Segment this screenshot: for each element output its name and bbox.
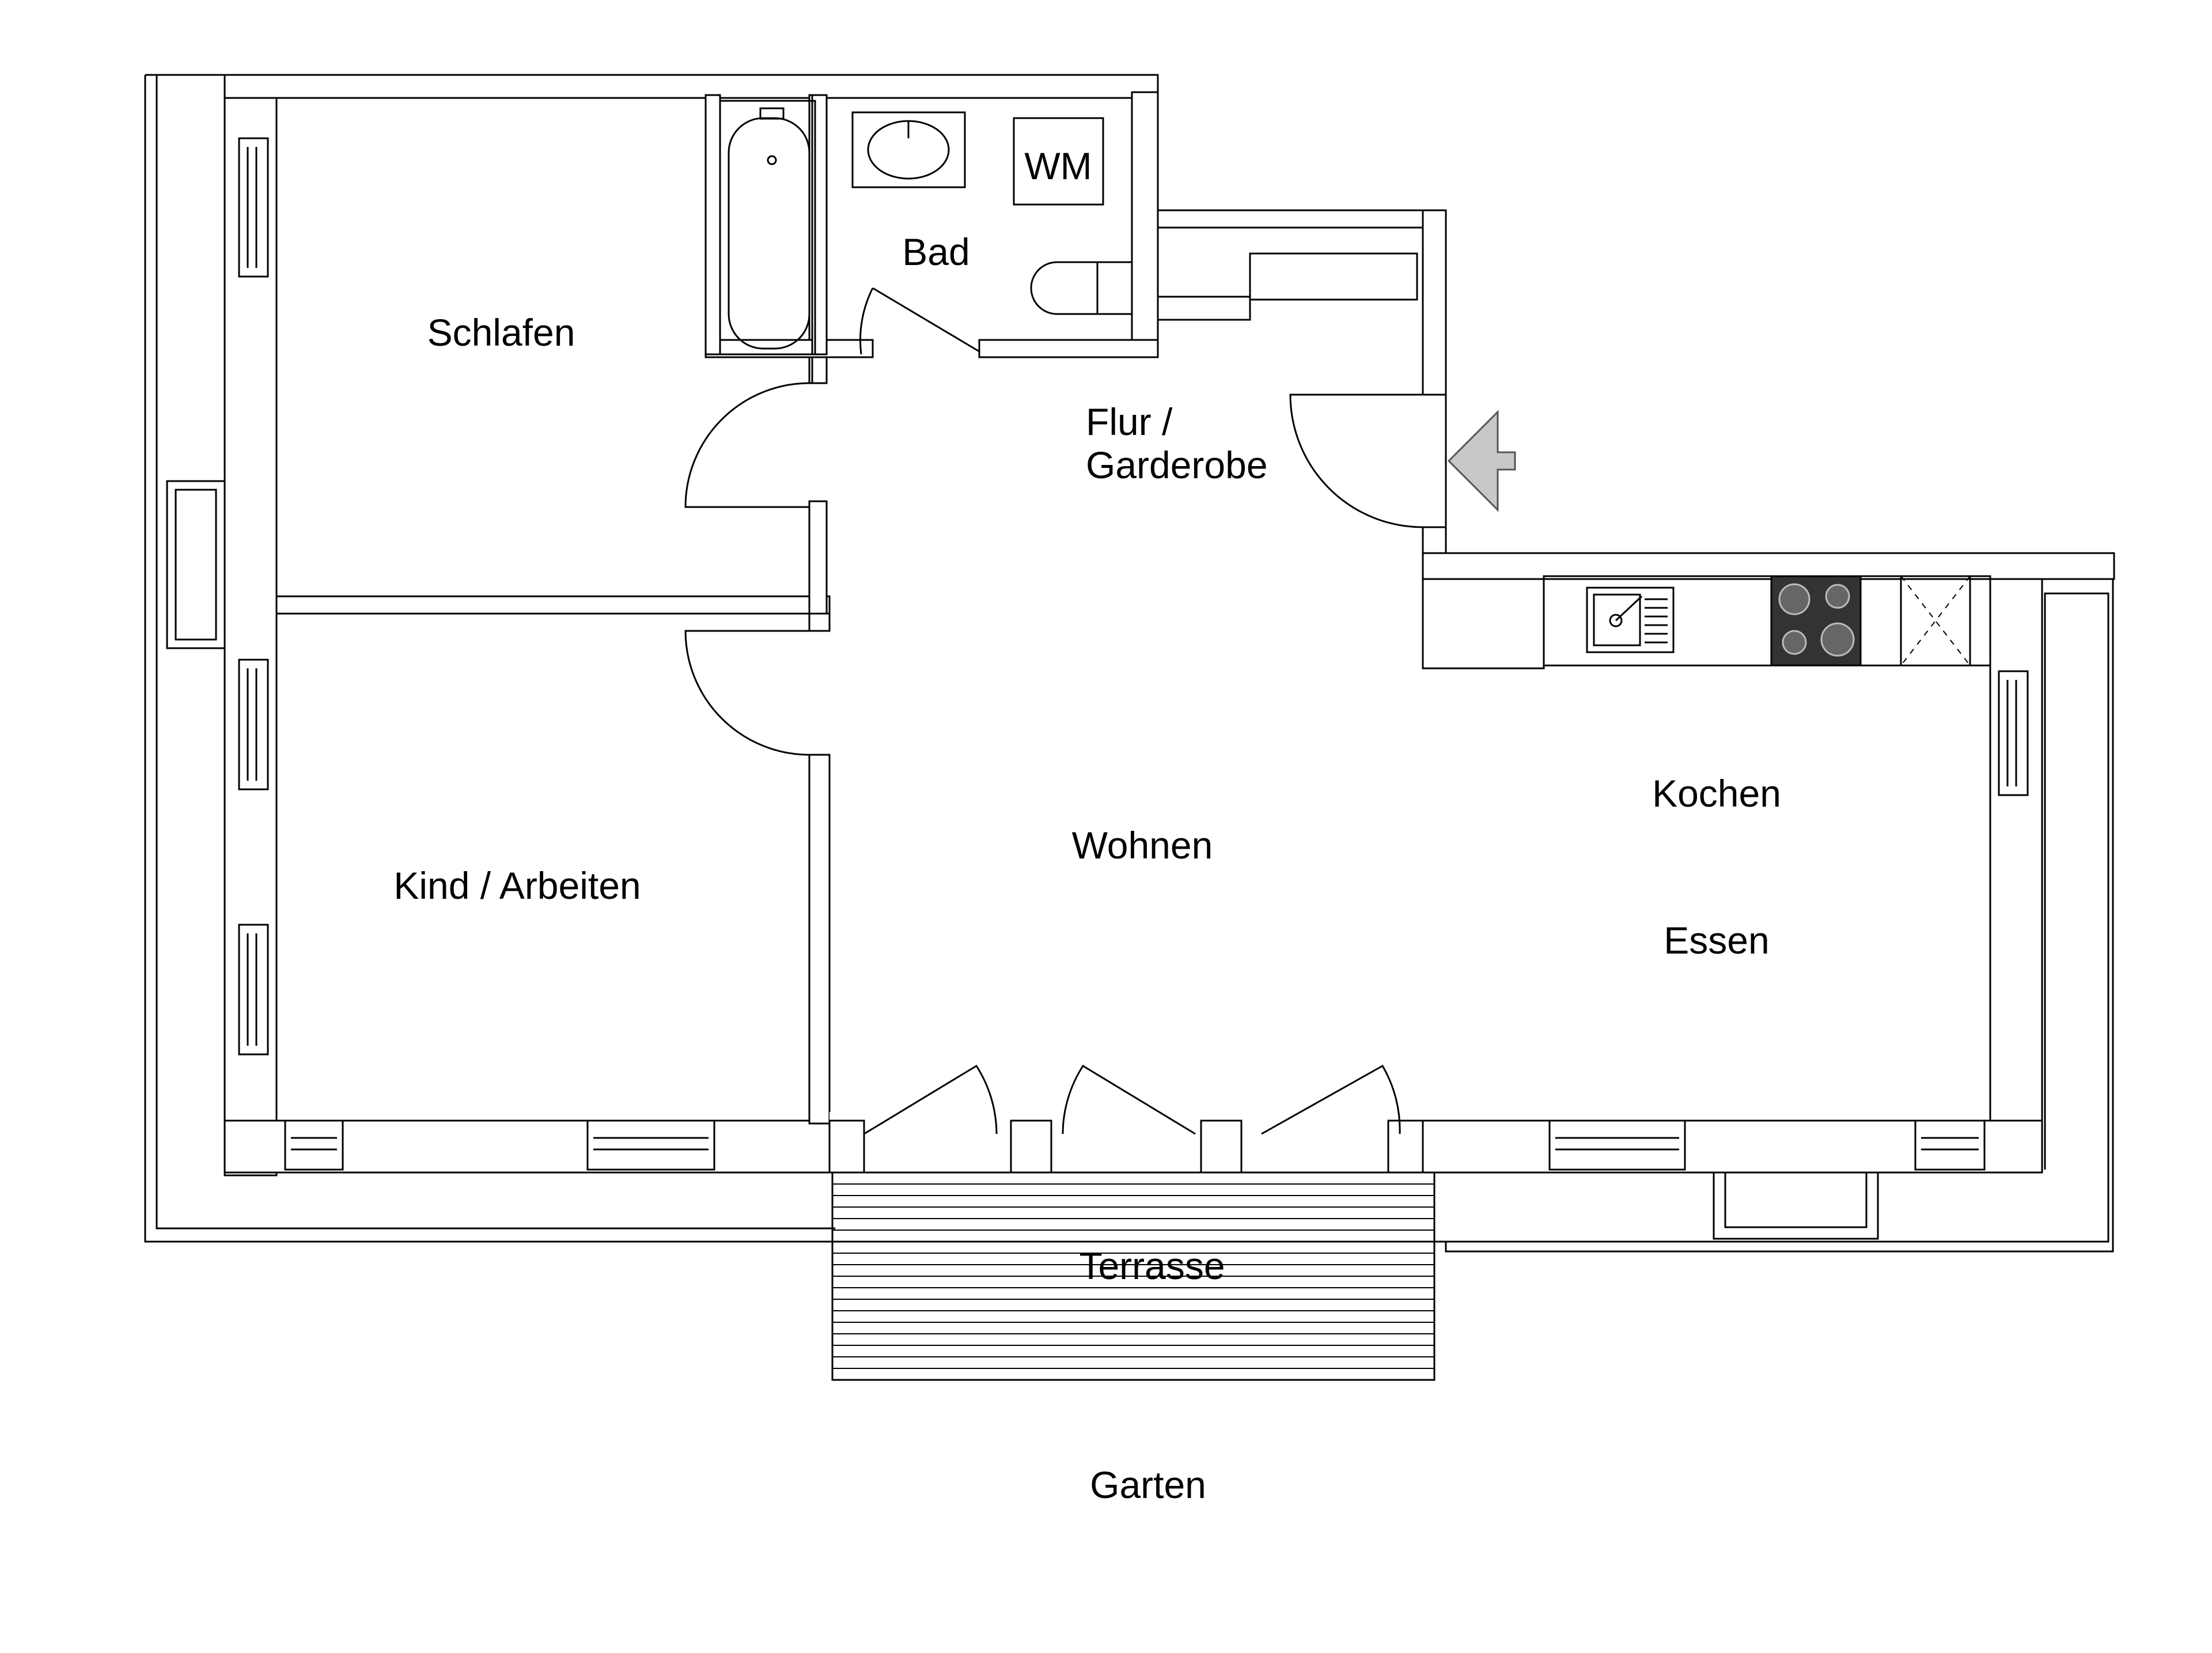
room-label-flur-line2: Garderobe [1086,444,1268,486]
washbasin-icon [851,111,966,188]
room-label-kind-arbeiten: Kind / Arbeiten [393,864,641,907]
room-label-wohnen: Wohnen [1072,824,1213,867]
room-label-bad: Bad [902,230,969,273]
kitchen-sink-icon [1586,587,1675,653]
bathtub-icon [719,100,816,355]
room-label-schlafen: Schlafen [427,311,575,354]
area-label-garten: Garten [1090,1463,1206,1506]
terrace-doors [828,1064,1424,1174]
room-label-essen: Essen [1664,919,1769,962]
room-label-kochen: Kochen [1652,772,1781,815]
entry-arrow-icon [1447,410,1516,512]
interior-doors [684,287,1423,756]
interior-walls [275,94,1545,1125]
terrace-decking [831,1171,1435,1381]
washing-machine-label: WM [1024,145,1092,187]
washing-machine: WM [1013,117,1104,206]
room-label-terrasse: Terrasse [1079,1245,1225,1287]
fridge-icon [1900,575,1971,667]
kitchen-counter [1543,575,1991,667]
room-label-flur-line1: Flur / [1086,400,1173,443]
toilet-icon [1030,261,1133,315]
windows [166,137,2029,1240]
cooktop-icon [1770,575,1862,667]
